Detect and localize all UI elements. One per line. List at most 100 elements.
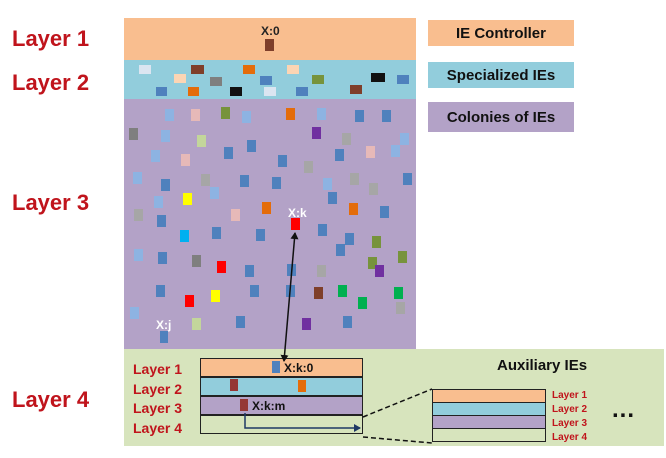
colony-ie-36 [328,192,337,204]
colony-ie-53 [245,265,254,277]
sub-layer-1-row [200,358,363,377]
ellipsis: ... [612,396,636,423]
colony-ie-41 [349,203,358,215]
colony-ie-54 [287,264,296,276]
specialized-ie-4 [287,65,299,74]
node-x0-label: X:0 [261,24,280,38]
node-xk0 [272,361,280,373]
mini-layer-4-label: Layer 4 [552,432,588,443]
layer-2-label: Layer 2 [12,70,90,95]
colony-ie-48 [372,236,381,248]
colony-ie-13 [312,127,321,139]
colony-ie-11 [197,135,206,147]
colony-ie-21 [335,149,344,161]
mini-layer-2-label: Layer 2 [552,404,588,415]
sub-layer-2-row [200,377,363,396]
colony-ie-5 [286,108,295,120]
specialized-ie-10 [397,75,409,84]
colony-ie-44 [212,227,221,239]
node-xk-label: X:k [288,206,307,220]
node-xj-label: X:j [156,318,172,332]
sub-layer-2-node-a [230,379,238,391]
colony-ie-10 [161,130,170,142]
node-xk [291,218,300,230]
sub-layer-stack: X:k:0 X:k:m [200,358,363,438]
sub-layer-3-label: Layer 3 [133,400,183,416]
colony-ie-3 [221,107,230,119]
specialized-ie-9 [371,73,385,82]
colony-ie-2 [191,109,200,121]
node-x0 [265,39,274,51]
colony-ie-69 [130,307,139,319]
colony-ie-12 [247,140,256,152]
colony-ie-30 [350,173,359,185]
specialized-ie-15 [296,87,308,96]
colony-ie-40 [231,209,240,221]
layer-3-band [124,99,416,349]
mini-layer-stack [432,389,546,443]
colony-ie-62 [211,290,220,302]
layer-1-label: Layer 1 [12,26,90,51]
layer-3-label: Layer 3 [12,190,90,215]
colony-ie-57 [398,251,407,263]
colony-ie-59 [375,265,384,277]
mini-layer-3-label: Layer 3 [552,418,588,429]
colony-ie-74 [396,302,405,314]
colony-ie-25 [161,179,170,191]
legend-ie-controller: IE Controller [428,20,574,46]
legend-colonies-of-ies: Colonies of IEs [428,102,574,132]
colony-ie-51 [192,255,201,267]
colony-ie-39 [157,215,166,227]
colony-ie-38 [134,209,143,221]
colony-ie-73 [343,316,352,328]
node-xj [160,331,168,343]
mini-layer-2-row [432,402,546,416]
specialized-ie-12 [188,87,199,96]
colony-ie-52 [217,261,226,273]
colony-ie-18 [224,147,233,159]
colony-ie-67 [358,297,367,309]
mini-layer-1-label: Layer 1 [552,390,588,401]
layer-4-label: Layer 4 [12,387,90,412]
colony-ie-8 [382,110,391,122]
colony-ie-37 [369,183,378,195]
sub-layer-2-label: Layer 2 [133,381,183,397]
colony-ie-58 [317,265,326,277]
sub-layer-4-label: Layer 4 [133,420,183,436]
specialized-ie-16 [350,85,362,94]
colony-ie-20 [304,161,313,173]
colony-ie-33 [183,193,192,205]
node-xkm-label: X:k:m [252,399,286,413]
colony-ie-31 [403,173,412,185]
colony-ie-45 [256,229,265,241]
specialized-ie-7 [260,76,272,85]
colony-ie-15 [400,133,409,145]
specialized-ie-8 [312,75,324,84]
colony-ie-16 [151,150,160,162]
colony-ie-4 [242,111,251,123]
colony-ie-55 [336,244,345,256]
node-xk0-label: X:k:0 [284,361,314,375]
colony-ie-70 [192,318,201,330]
sub-layer-1-label: Layer 1 [133,361,183,377]
colony-ie-46 [318,224,327,236]
legend-specialized-ies: Specialized IEs [428,62,574,88]
legend-specialized-ies-text: Specialized IEs [446,66,556,84]
colony-ie-47 [345,233,354,245]
specialized-ie-14 [264,87,276,96]
sub-layer-2-node-b [298,380,306,392]
colony-ie-26 [201,174,210,186]
colony-ie-9 [129,128,138,140]
colony-ie-49 [134,249,143,261]
colony-ie-1 [165,109,174,121]
colony-ie-27 [240,175,249,187]
colony-ie-19 [278,155,287,167]
colony-ie-29 [323,178,332,190]
mini-layer-3-row [432,415,546,429]
colony-ie-23 [391,145,400,157]
colony-ie-65 [314,287,323,299]
specialized-ie-6 [210,77,222,86]
colony-ie-68 [394,287,403,299]
legend-ie-controller-text: IE Controller [455,24,546,42]
mini-layer-1-row [432,389,546,403]
